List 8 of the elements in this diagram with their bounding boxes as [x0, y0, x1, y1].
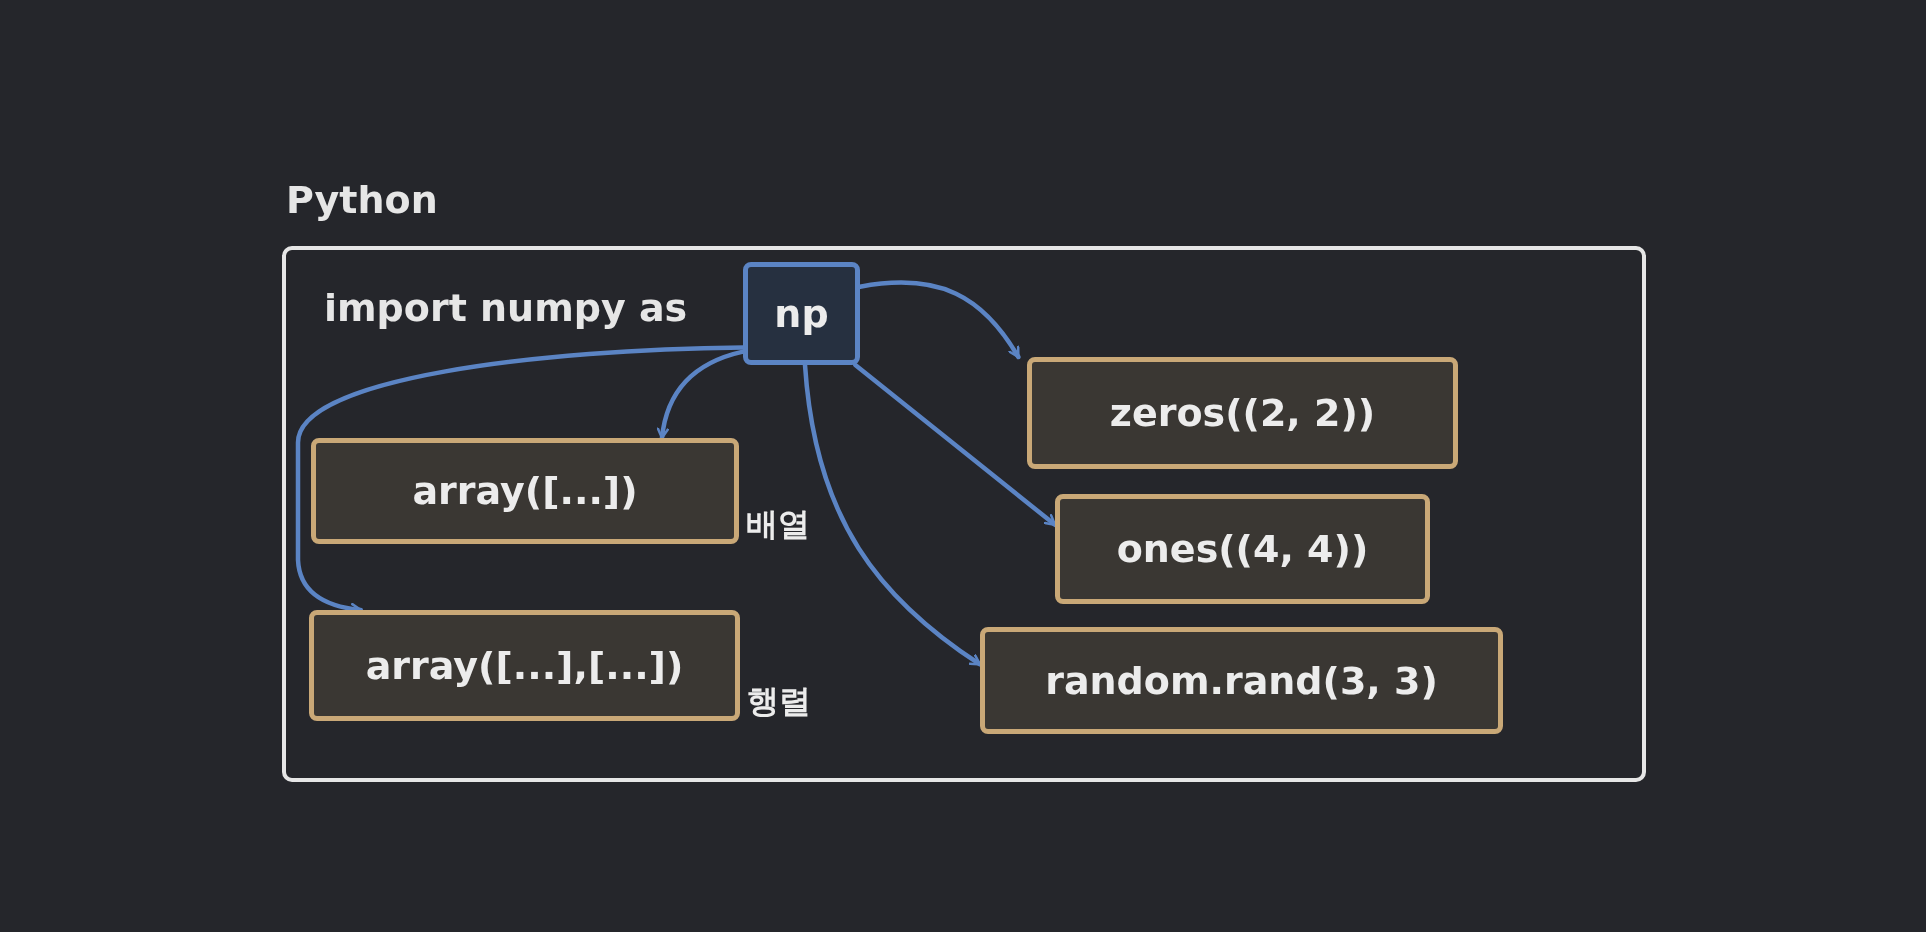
function-box: zeros((2, 2)): [1027, 357, 1458, 469]
function-box: random.rand(3, 3): [980, 627, 1503, 734]
annotation-text: 배열: [746, 504, 810, 545]
annotation-text: 행렬: [747, 681, 811, 722]
module-box: np: [743, 262, 860, 365]
function-box: ones((4, 4)): [1055, 494, 1430, 604]
code-text: import numpy as: [324, 286, 688, 330]
container-heading: Python: [286, 178, 438, 222]
